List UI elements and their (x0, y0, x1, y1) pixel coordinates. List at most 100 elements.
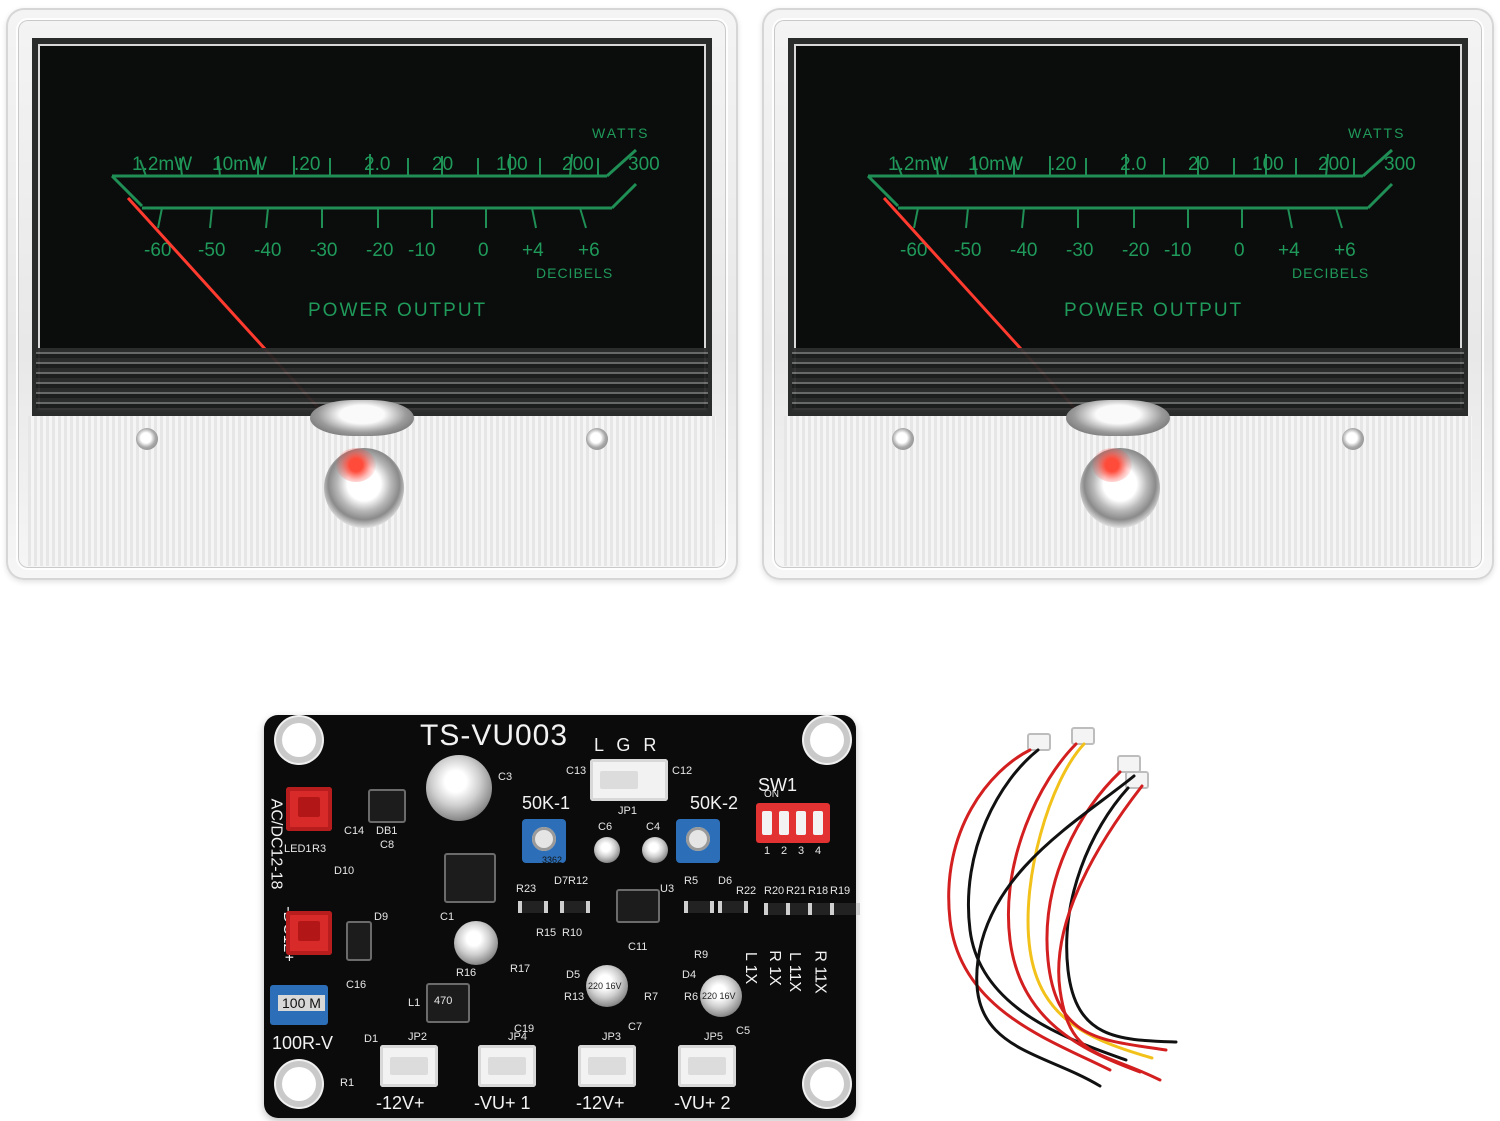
watts-tick: 200 (1318, 154, 1350, 175)
db-tick: 0 (478, 240, 489, 261)
input-connector[interactable] (590, 759, 668, 801)
mounting-hole (810, 723, 844, 757)
db-tick: -60 (144, 240, 171, 261)
db-tick: +4 (1278, 240, 1300, 261)
switch-label: SW1 (758, 775, 798, 795)
db-tick: +6 (578, 240, 600, 261)
part-label: R1 (340, 1077, 355, 1089)
part-label: C8 (380, 839, 395, 851)
connector-label: -12V+ (376, 1093, 425, 1113)
power-input-label: AC/DC12-18 (267, 798, 285, 890)
dip-toggle-3[interactable] (796, 811, 806, 835)
part-label: JP1 (618, 805, 637, 817)
power-connector-dc[interactable] (286, 911, 332, 955)
inductor-value: 470 (434, 995, 453, 1007)
db-tick: +6 (1334, 240, 1356, 261)
trim-pot-right[interactable] (676, 819, 720, 863)
dip-toggle-4[interactable] (813, 811, 823, 835)
part-label: C13 (566, 765, 587, 777)
board-model-label: TS-VU003 (420, 719, 569, 752)
meter-scale: WATTS 1.2mW 10mW .20 2.0 20 100 200 300 … (110, 125, 660, 416)
gain-legend: R 1X (765, 950, 783, 986)
db-tick: +4 (522, 240, 544, 261)
part-label: R5 (684, 875, 699, 887)
watts-label: WATTS (1348, 125, 1405, 141)
dip-on-label: ON (764, 789, 779, 800)
trim-value: 100 M (278, 995, 325, 1011)
trim-resistor[interactable]: 100 M (270, 985, 328, 1025)
dip-switch[interactable] (756, 803, 830, 843)
part-label: LED1 (284, 843, 312, 855)
connector-jp3[interactable] (578, 1045, 636, 1087)
connector-jp2[interactable] (380, 1045, 438, 1087)
connector-label: -12V+ (576, 1093, 625, 1113)
watts-scale-labels: 1.2mW 10mW .20 2.0 20 100 200 300 (132, 154, 660, 175)
part-label: C3 (498, 771, 513, 783)
pot-left-label: 50K-1 (522, 793, 571, 813)
part-label: C19 (514, 1023, 535, 1035)
voltage-regulator (444, 853, 496, 903)
part-label: JP5 (704, 1031, 723, 1043)
input-lgr-label: L G R (594, 735, 661, 755)
connector-jp5[interactable] (678, 1045, 736, 1087)
part-label: D10 (334, 865, 355, 877)
lamp-glow (1092, 448, 1132, 482)
watts-tick: 1.2mW (132, 154, 192, 175)
watts-tick: 200 (562, 154, 594, 175)
part-label: R20 (764, 885, 785, 897)
db-tick: -60 (900, 240, 927, 261)
watts-label: WATTS (592, 125, 649, 141)
electrolytic-capacitor (586, 965, 628, 1007)
needle-pivot (310, 400, 414, 436)
mounting-hole (282, 1067, 316, 1101)
part-label: R17 (510, 963, 531, 975)
capacitor-value: 220 16V (588, 981, 622, 991)
scale-ticks (895, 153, 1355, 229)
dip-toggle-2[interactable] (779, 811, 789, 835)
part-label: D4 (682, 969, 697, 981)
part-label: JP4 (508, 1031, 527, 1043)
needle-pivot (1066, 400, 1170, 436)
lamp-glow (336, 448, 376, 482)
part-label: R15 (536, 927, 557, 939)
mounting-hole (282, 723, 316, 757)
part-label: R12 (568, 875, 589, 887)
part-label: R19 (830, 885, 851, 897)
watts-tick: 2.0 (1120, 154, 1146, 175)
part-label: R21 (786, 885, 807, 897)
resistor (718, 901, 748, 913)
gain-legend: R 11X (811, 950, 829, 994)
watts-tick: 10mW (968, 154, 1023, 175)
part-label: DB1 (376, 825, 398, 837)
trim-pot-left[interactable] (522, 819, 566, 863)
inductor (426, 983, 470, 1023)
watts-tick: .20 (1050, 154, 1076, 175)
screw-icon (586, 428, 608, 450)
dip-toggle-1[interactable] (762, 811, 772, 835)
dip-number: 2 (781, 845, 788, 857)
db-scale-labels: -60 -50 -40 -30 -20 -10 0 +4 +6 (144, 240, 600, 261)
part-label: C16 (346, 979, 367, 991)
meter-rim (772, 18, 1484, 570)
part-label: R22 (736, 885, 757, 897)
resistor (830, 903, 860, 915)
part-label: R6 (684, 991, 699, 1003)
db-tick: -10 (1164, 240, 1191, 261)
vu-meter-right: WATTS 1.2mW 10mW .20 2.0 20 100 200 300 … (762, 8, 1494, 580)
screw-icon (892, 428, 914, 450)
power-connector-ac[interactable] (286, 787, 332, 831)
part-label: R13 (564, 991, 585, 1003)
db-tick: -50 (954, 240, 981, 261)
db-tick: -10 (408, 240, 435, 261)
part-label: R3 (312, 843, 327, 855)
diode (346, 921, 372, 961)
part-label: C4 (646, 821, 661, 833)
part-label: D9 (374, 911, 389, 923)
part-label: D5 (566, 969, 581, 981)
connector-label: -VU+ 1 (474, 1093, 531, 1113)
power-output-label: POWER OUTPUT (1064, 300, 1243, 321)
part-label: R23 (516, 883, 537, 895)
small-capacitor (642, 837, 668, 863)
connector-jp4[interactable] (478, 1045, 536, 1087)
part-label: R16 (456, 967, 477, 979)
